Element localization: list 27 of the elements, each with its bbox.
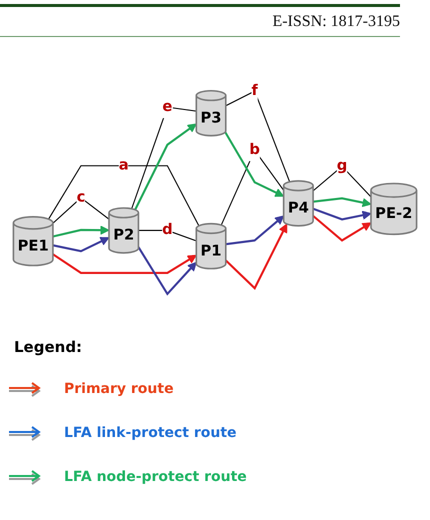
legend-text: LFA link-protect route bbox=[64, 425, 237, 441]
header-text: E-ISSN: 1817-3195 bbox=[272, 13, 400, 30]
arrow bbox=[312, 197, 372, 208]
connector bbox=[48, 165, 200, 226]
legend-text: LFA node-protect route bbox=[64, 469, 247, 485]
arrow bbox=[52, 253, 197, 274]
arrow bbox=[226, 215, 284, 246]
arrow bbox=[138, 246, 197, 296]
arrow bbox=[52, 237, 110, 252]
edge-label: c bbox=[76, 188, 86, 206]
connector bbox=[138, 230, 196, 242]
arrow bbox=[312, 215, 372, 242]
edge-label: f bbox=[252, 82, 258, 100]
legend-title: Legend: bbox=[14, 338, 82, 356]
arrow bbox=[52, 226, 110, 238]
arrow bbox=[134, 123, 197, 210]
edge-label: e bbox=[162, 98, 172, 116]
arrow bbox=[225, 224, 288, 290]
edge-label: g bbox=[336, 157, 348, 174]
connector bbox=[131, 106, 196, 209]
arrow bbox=[312, 208, 372, 220]
edge-label: b bbox=[249, 141, 260, 158]
edge-label: a bbox=[118, 156, 129, 174]
arrow bbox=[224, 132, 284, 197]
legend-text: Primary route bbox=[64, 381, 174, 397]
edge-label: d bbox=[162, 222, 173, 238]
connector bbox=[226, 90, 290, 182]
